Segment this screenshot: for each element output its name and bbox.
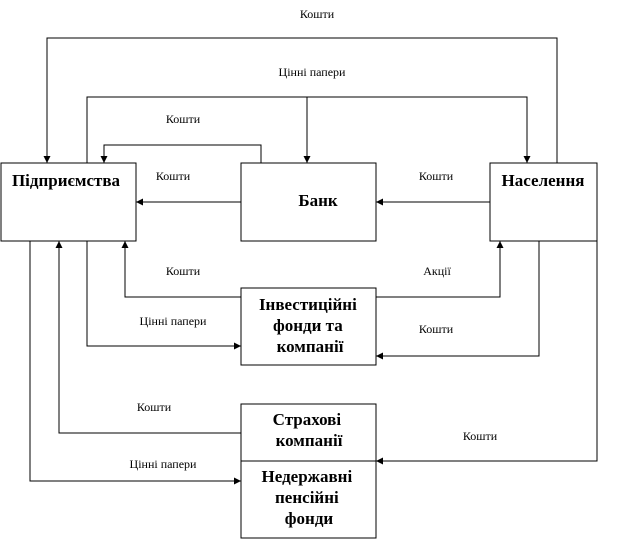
node-bank-label: Банк — [298, 191, 338, 210]
edge-bank-to-enterprises-loop — [100, 144, 262, 163]
edge-investment-to-enterprises — [121, 241, 241, 298]
edge-label-securities-top: Цінні папери — [279, 65, 347, 79]
node-insurance-label: Страхові компанії — [273, 410, 346, 450]
edge-enterprises-to-pension-securities — [29, 241, 241, 485]
edge-investment-to-population-shares — [376, 241, 504, 298]
node-enterprises-label: Підприємства — [12, 171, 121, 190]
edge-label-funds-population-bank: Кошти — [419, 169, 454, 183]
edge-label-funds-population-investment: Кошти — [419, 322, 454, 336]
edge-population-to-investment — [376, 241, 540, 360]
edge-label-funds-insurance: Кошти — [137, 400, 172, 414]
edge-label-funds-bank-enterprises: Кошти — [156, 169, 191, 183]
edge-population-to-pension — [376, 241, 598, 465]
node-population-label: Населення — [502, 171, 585, 190]
node-pension-funds — [240, 460, 377, 539]
edge-label-funds-investment-enterprises: Кошти — [166, 264, 201, 278]
node-enterprises — [0, 162, 137, 242]
edge-population-to-enterprises-funds-top — [43, 37, 558, 163]
node-bank — [240, 162, 377, 242]
node-pension-funds-label: Недержавні пенсійні фонди — [262, 467, 357, 528]
node-investment-funds — [240, 287, 377, 366]
node-population — [489, 162, 598, 242]
edge-label-funds-top: Кошти — [300, 7, 335, 21]
edge-label-securities-pension: Цінні папери — [130, 457, 198, 471]
edge-label-shares: Акції — [423, 264, 451, 278]
edge-label-securities-investment: Цінні папери — [140, 314, 208, 328]
node-insurance — [240, 403, 377, 462]
node-investment-funds-label: Інвестиційні фонди та компанії — [259, 295, 361, 356]
edge-label-funds-pension: Кошти — [463, 429, 498, 443]
edge-insurance-to-enterprises — [55, 241, 241, 434]
edge-enterprises-to-investment-securities — [86, 241, 241, 350]
edge-label-funds-bank-loop: Кошти — [166, 112, 201, 126]
